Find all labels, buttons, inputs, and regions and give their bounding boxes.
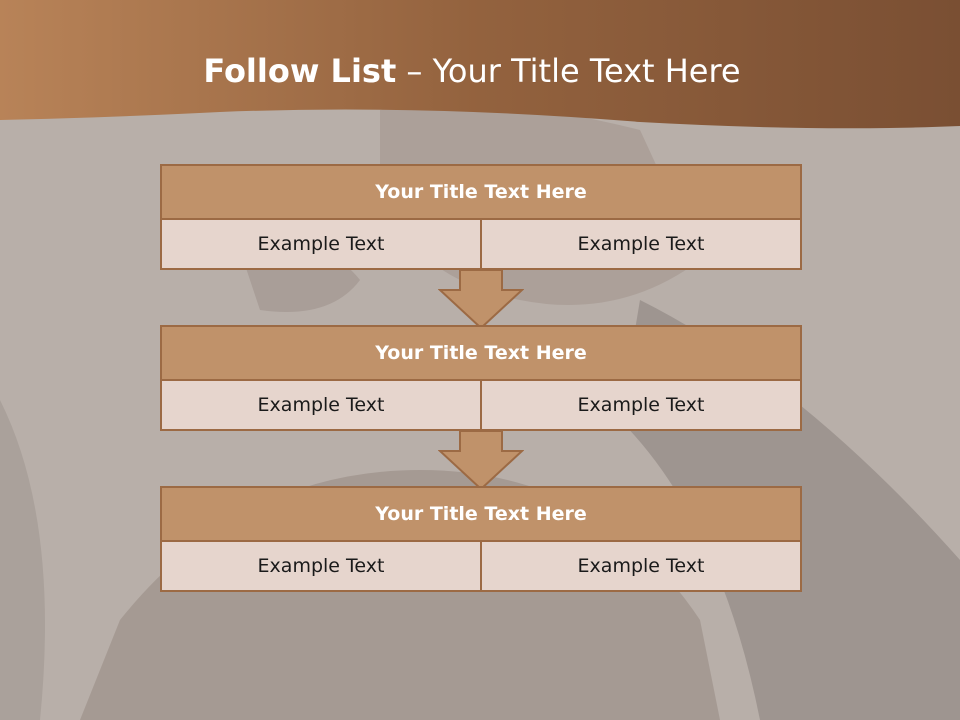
step-title: Your Title Text Here: [160, 325, 802, 381]
down-arrow-icon: [438, 270, 524, 330]
step-cell-right: Example Text: [480, 542, 800, 590]
title-rest: – Your Title Text Here: [406, 52, 741, 90]
step-row: Example Text Example Text: [160, 542, 802, 592]
step-block-1: Your Title Text Here Example Text Exampl…: [160, 164, 802, 270]
title-bold: Follow List: [203, 52, 397, 90]
step-cell-left: Example Text: [257, 394, 385, 416]
step-row: Example Text Example Text: [160, 381, 802, 431]
step-cell-left: Example Text: [257, 555, 385, 577]
step-block-2: Your Title Text Here Example Text Exampl…: [160, 325, 802, 431]
step-block-3: Your Title Text Here Example Text Exampl…: [160, 486, 802, 592]
slide-title: Follow List – Your Title Text Here: [0, 52, 944, 90]
step-cell-right: Example Text: [480, 220, 800, 268]
down-arrow-icon: [438, 431, 524, 491]
step-row: Example Text Example Text: [160, 220, 802, 270]
step-title: Your Title Text Here: [160, 164, 802, 220]
step-cell-right: Example Text: [480, 381, 800, 429]
step-cell-left: Example Text: [257, 233, 385, 255]
header-banner: [0, 0, 960, 129]
step-title: Your Title Text Here: [160, 486, 802, 542]
